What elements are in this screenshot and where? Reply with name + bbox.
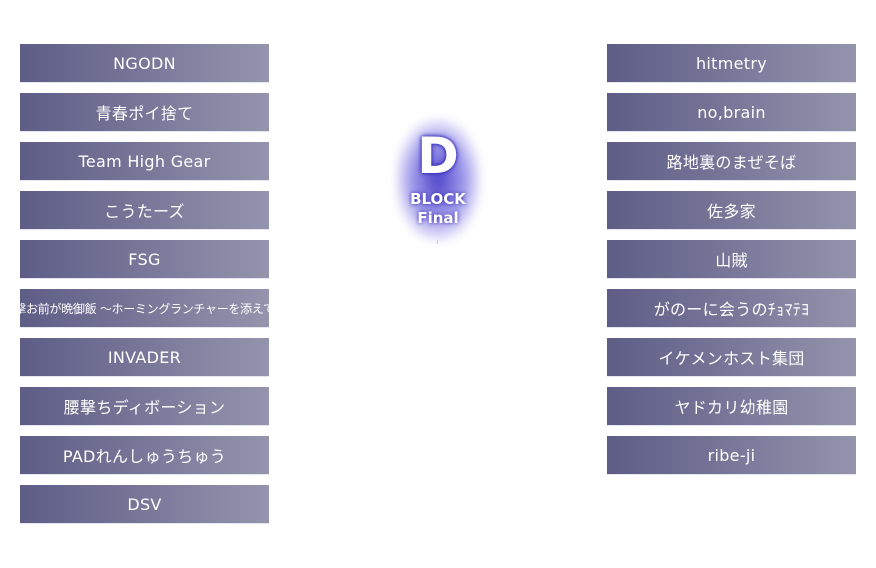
team-slot-ganoo[interactable]: がのーに会うのﾁｮﾏﾃﾖ <box>607 289 856 327</box>
block-word: BLOCK <box>410 190 466 208</box>
block-letter: D <box>417 127 459 185</box>
left-team-column: NGODN 青春ポイ捨て Team High Gear こうたーズ FSG 突撃… <box>20 44 269 534</box>
block-stage: Final <box>417 209 459 227</box>
team-slot-totsugeki[interactable]: 突撃お前が晩御飯 ～ホーミングランチャーを添えて～ <box>20 289 269 327</box>
team-slot-koutaazu[interactable]: こうたーズ <box>20 191 269 229</box>
team-slot-ngodn[interactable]: NGODN <box>20 44 269 82</box>
team-name: INVADER <box>107 347 182 367</box>
team-slot-dsv[interactable]: DSV <box>20 485 269 523</box>
team-slot-koshiuchi-devotion[interactable]: 腰撃ちディボーション <box>20 387 269 425</box>
team-name: こうたーズ <box>104 202 185 221</box>
team-name: 佐多家 <box>707 202 756 221</box>
team-name: がのーに会うのﾁｮﾏﾃﾖ <box>653 300 810 319</box>
team-name: 山賊 <box>715 251 748 270</box>
team-slot-team-high-gear[interactable]: Team High Gear <box>20 142 269 180</box>
badge-tick <box>437 240 438 244</box>
team-slot-yadokari-youchien[interactable]: ヤドカリ幼稚園 <box>607 387 856 425</box>
team-name: 突撃お前が晩御飯 ～ホーミングランチャーを添えて～ <box>20 301 269 316</box>
team-slot-fsg[interactable]: FSG <box>20 240 269 278</box>
right-team-column: hitmetry no,brain 路地裏のまぜそば 佐多家 山賊 がのーに会う… <box>607 44 856 485</box>
team-name: 腰撃ちディボーション <box>63 398 226 417</box>
team-slot-sanzoku[interactable]: 山賊 <box>607 240 856 278</box>
team-name: NGODN <box>113 53 176 73</box>
badge-glow <box>395 118 481 242</box>
team-name: hitmetry <box>695 53 767 73</box>
team-slot-pad-renshuuchuu[interactable]: PADれんしゅうちゅう <box>20 436 269 474</box>
team-slot-rojiura-mazesoba[interactable]: 路地裏のまぜそば <box>607 142 856 180</box>
team-slot-no-brain[interactable]: no,brain <box>607 93 856 131</box>
team-name: 青春ポイ捨て <box>95 104 194 123</box>
team-name: 路地裏のまぜそば <box>666 153 797 172</box>
team-name: PADれんしゅうちゅう <box>62 447 227 466</box>
team-slot-sataya[interactable]: 佐多家 <box>607 191 856 229</box>
team-name: ヤドカリ幼稚園 <box>674 398 789 417</box>
team-slot-hitmetry[interactable]: hitmetry <box>607 44 856 82</box>
team-slot-ribe-ji[interactable]: ribe-ji <box>607 436 856 474</box>
team-name: no,brain <box>697 102 766 122</box>
team-name: イケメンホスト集団 <box>658 349 805 368</box>
block-d-final-badge: D BLOCK Final <box>395 118 481 248</box>
team-name: ribe-ji <box>707 445 756 465</box>
team-slot-ikemen-host[interactable]: イケメンホスト集団 <box>607 338 856 376</box>
team-name: FSG <box>128 249 161 269</box>
team-name: DSV <box>127 494 162 514</box>
team-slot-seishun-poisute[interactable]: 青春ポイ捨て <box>20 93 269 131</box>
team-name: Team High Gear <box>78 151 211 171</box>
team-slot-invader[interactable]: INVADER <box>20 338 269 376</box>
